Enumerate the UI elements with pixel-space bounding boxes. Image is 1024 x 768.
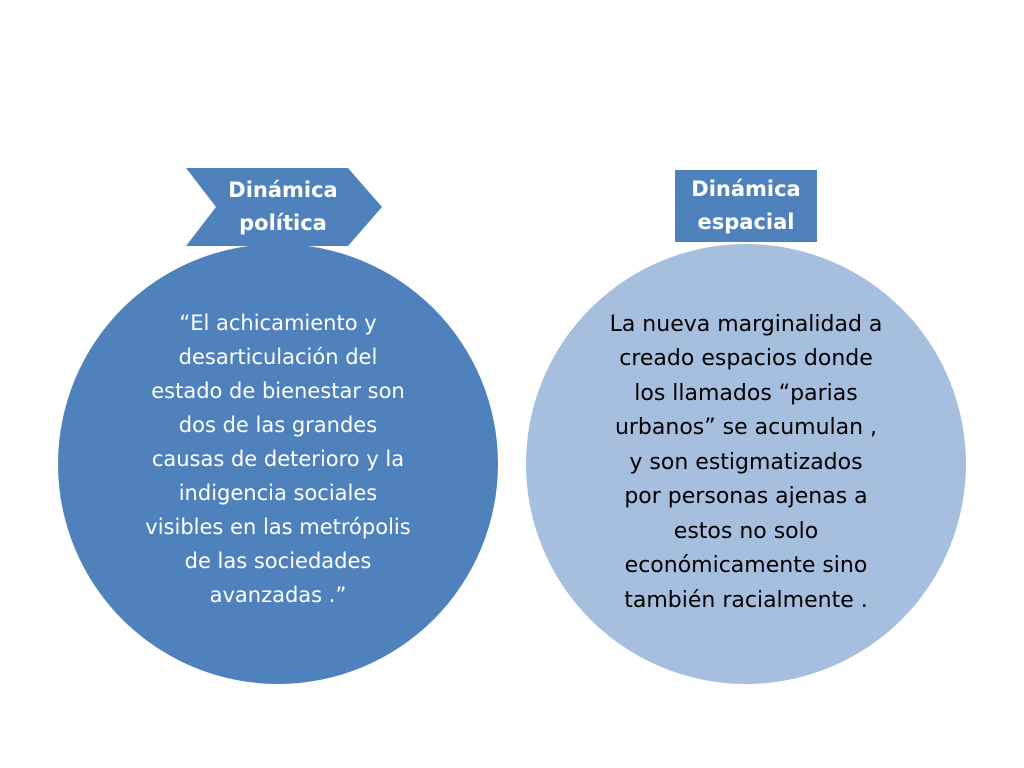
left-circle: “El achicamiento y desarticulación del e… <box>58 244 498 684</box>
right-label-box: Dinámica espacial <box>675 170 817 242</box>
right-circle-text: La nueva marginalidad a creado espacios … <box>609 311 883 613</box>
chevron-shape <box>186 168 382 246</box>
right-circle: La nueva marginalidad a creado espacios … <box>526 244 966 684</box>
right-label-text: Dinámica espacial <box>691 177 801 234</box>
left-circle-text: “El achicamiento y desarticulación del e… <box>145 311 411 607</box>
left-label-chevron: Dinámica política <box>186 168 382 246</box>
left-label-text: Dinámica política <box>228 178 338 235</box>
